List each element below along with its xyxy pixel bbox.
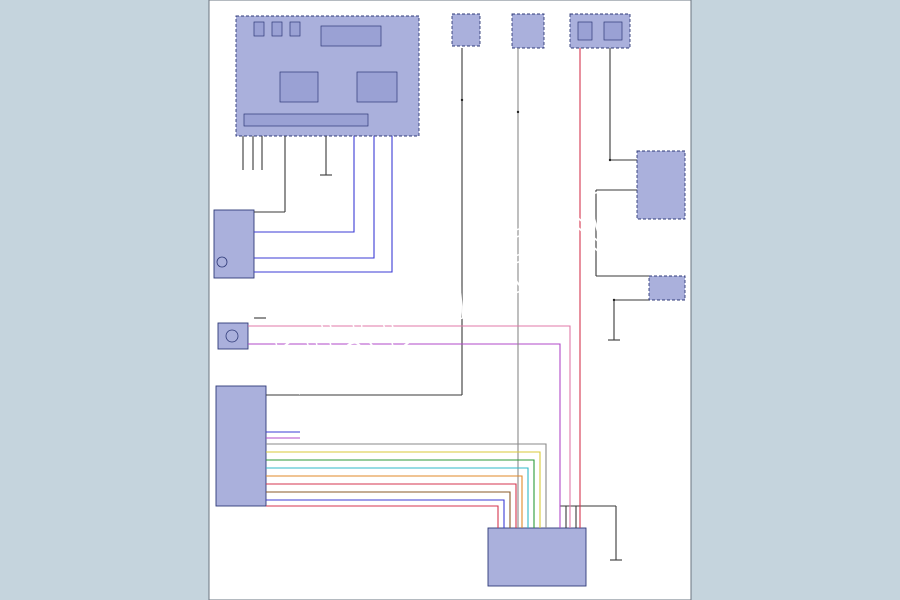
control-unit <box>215 385 267 507</box>
wire-blue-2 <box>254 136 375 259</box>
bottom-connector <box>487 527 587 587</box>
front-washer-motor <box>217 322 249 350</box>
wire-pink-1 <box>248 325 571 528</box>
wires-black <box>242 48 649 561</box>
underhood-fuse-relay-box <box>235 15 420 137</box>
fuse-box-2 <box>511 13 545 49</box>
fuse-box-1 <box>451 13 481 47</box>
wire-purple-1 <box>248 343 561 528</box>
control-unit-signal-wires <box>266 431 547 528</box>
front-wiper-motor <box>213 209 255 279</box>
junction-dots <box>460 98 616 302</box>
wire-blue-3 <box>254 136 355 233</box>
ambient-sensor-unit <box>636 150 686 220</box>
wire-blue-1 <box>254 136 393 273</box>
fuse-relay-box-3 <box>569 13 631 49</box>
sensor-right <box>648 275 686 301</box>
